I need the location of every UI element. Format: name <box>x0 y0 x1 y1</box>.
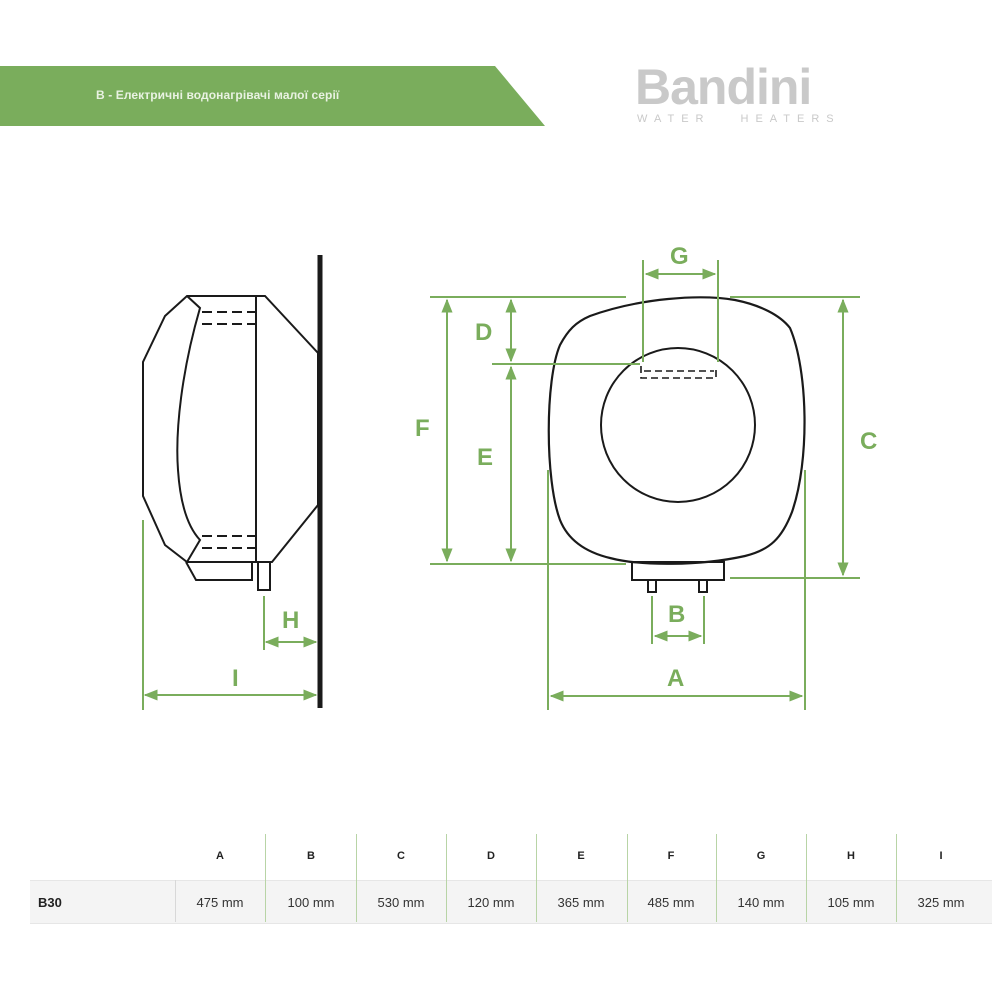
dim-label-i: I <box>232 665 239 692</box>
column-divider <box>896 834 897 922</box>
dim-label-f: F <box>415 415 430 442</box>
logo-name: Bandini <box>635 59 812 115</box>
col-header-h: H <box>847 850 855 862</box>
column-divider <box>806 834 807 922</box>
col-header-b: B <box>307 850 315 862</box>
col-header-f: F <box>667 850 675 862</box>
col-header-e: E <box>577 850 585 862</box>
dim-label-a: A <box>667 665 684 692</box>
dim-label-b: B <box>668 601 685 628</box>
dim-label-e: E <box>477 444 493 471</box>
side-view <box>142 255 323 708</box>
logo-tagline-right: HEATERS <box>740 113 841 125</box>
dim-label-h: H <box>282 607 299 634</box>
logo-tagline: WATER HEATERS <box>637 113 841 125</box>
front-view-dimensions <box>430 260 860 710</box>
cell-e: 365 mm <box>557 895 605 910</box>
row-model: B30 <box>38 895 62 910</box>
column-divider <box>446 834 447 922</box>
cell-c: 530 mm <box>377 895 425 910</box>
banner-shape <box>0 66 545 126</box>
header-banner: B - Електричні водонагрівачі малої серії <box>0 66 545 126</box>
cell-g: 140 mm <box>737 895 785 910</box>
front-view <box>547 296 806 593</box>
dim-label-c: C <box>860 428 877 455</box>
cell-a: 475 mm <box>196 895 244 910</box>
column-divider <box>627 834 628 922</box>
column-divider <box>356 834 357 922</box>
table-row: B30 475 mm 100 mm 530 mm 120 mm 365 mm 4… <box>30 880 992 924</box>
col-header-d: D <box>487 850 495 862</box>
dim-label-d: D <box>475 319 492 346</box>
col-header-i: I <box>939 850 943 862</box>
dim-label-g: G <box>670 243 689 270</box>
column-divider <box>175 880 176 922</box>
cell-b: 100 mm <box>287 895 335 910</box>
dimension-diagram: H I <box>142 243 877 710</box>
column-divider <box>265 834 266 922</box>
col-header-c: C <box>397 850 405 862</box>
banner-title: B - Електричні водонагрівачі малої серії <box>96 88 340 102</box>
table-header: A B C D E F G H I <box>30 834 992 878</box>
side-view-dimensions <box>142 520 318 710</box>
cell-f: 485 mm <box>647 895 695 910</box>
cell-h: 105 mm <box>827 895 875 910</box>
logo-tagline-left: WATER <box>637 113 711 125</box>
col-header-g: G <box>756 850 766 862</box>
cell-d: 120 mm <box>467 895 515 910</box>
column-divider <box>716 834 717 922</box>
column-divider <box>536 834 537 922</box>
col-header-a: A <box>216 850 224 862</box>
cell-i: 325 mm <box>917 895 965 910</box>
